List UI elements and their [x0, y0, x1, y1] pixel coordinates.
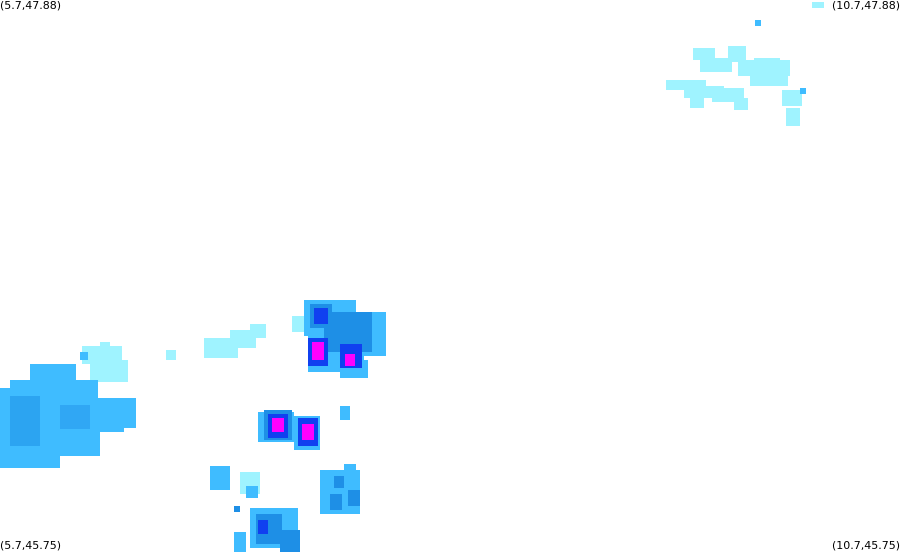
precip-cell-small-mid	[340, 406, 350, 420]
corner-label-bottom-right: (10.7,45.75)	[831, 539, 900, 552]
precip-cell-middle-strip	[166, 316, 308, 360]
precip-cell-northeast-moderate	[755, 20, 806, 94]
precip-cell-southwest	[0, 342, 136, 468]
precip-cell-northeast	[666, 2, 824, 126]
corner-label-bottom-left: (5.7,45.75)	[0, 539, 62, 552]
precip-cell-central-storm	[304, 300, 386, 378]
precip-cell-twin-intense	[258, 410, 320, 450]
corner-label-top-right: (10.7,47.88)	[831, 0, 900, 12]
corner-label-top-left: (5.7,47.88)	[0, 0, 62, 12]
precip-cell-south	[210, 464, 360, 552]
